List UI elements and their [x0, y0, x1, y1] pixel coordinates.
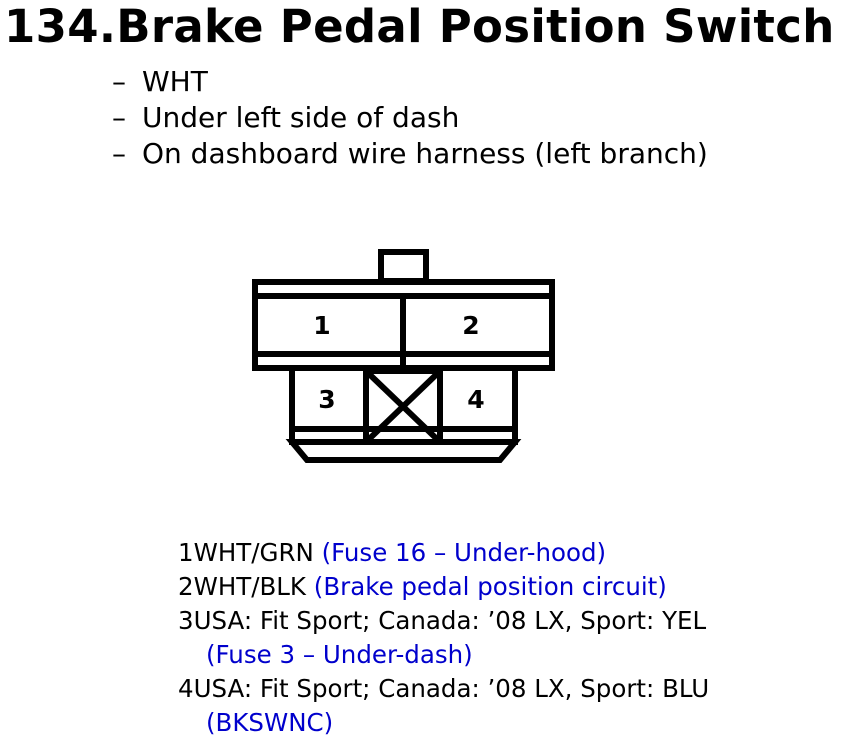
pin-item: 2WHT/BLK (Brake pedal position circuit)	[178, 570, 709, 604]
pin-list: 1WHT/GRN (Fuse 16 – Under-hood) 2WHT/BLK…	[178, 536, 709, 740]
info-text: WHT	[142, 65, 208, 98]
connector-info-list: –WHT –Under left side of dash –On dashbo…	[112, 64, 708, 172]
pin-number: 4	[178, 674, 194, 703]
cavity-label-1: 1	[313, 311, 330, 340]
pin-description: (Brake pedal position circuit)	[313, 572, 667, 601]
pin-wire: USA: Fit Sport; Canada: ’08 LX, Sport: B…	[193, 674, 710, 703]
pin-wire: WHT/GRN	[193, 538, 314, 567]
pin-number: 2	[178, 572, 194, 601]
cavity-label-4: 4	[467, 385, 484, 414]
info-text: On dashboard wire harness (left branch)	[142, 137, 708, 170]
dash: –	[112, 137, 126, 170]
connector-skirt	[285, 439, 522, 463]
page-title: 134.Brake Pedal Position Switch	[4, 0, 835, 53]
pin-item: 4USA: Fit Sport; Canada: ’08 LX, Sport: …	[178, 672, 709, 740]
info-item-harness: –On dashboard wire harness (left branch)	[112, 136, 708, 172]
pin-wire: USA: Fit Sport; Canada: ’08 LX, Sport: Y…	[193, 606, 707, 635]
pin-item: 1WHT/GRN (Fuse 16 – Under-hood)	[178, 536, 709, 570]
cavity-blank-cross	[363, 368, 443, 445]
pin-description: (Fuse 3 – Under-dash)	[206, 640, 473, 669]
info-text: Under left side of dash	[142, 101, 460, 134]
pin-item: 3USA: Fit Sport; Canada: ’08 LX, Sport: …	[178, 604, 709, 672]
pin-description: (BKSWNC)	[206, 708, 334, 737]
info-item-location: –Under left side of dash	[112, 100, 708, 136]
dash: –	[112, 101, 126, 134]
info-item-color: –WHT	[112, 64, 708, 100]
dash: –	[112, 65, 126, 98]
pin-description: (Fuse 16 – Under-hood)	[321, 538, 607, 567]
pin-number: 3	[178, 606, 194, 635]
pin-wire: WHT/BLK	[193, 572, 306, 601]
connector-lock-tab	[378, 249, 429, 284]
cavity-label-3: 3	[318, 385, 335, 414]
pin-number: 1	[178, 538, 194, 567]
cavity-label-2: 2	[462, 311, 479, 340]
